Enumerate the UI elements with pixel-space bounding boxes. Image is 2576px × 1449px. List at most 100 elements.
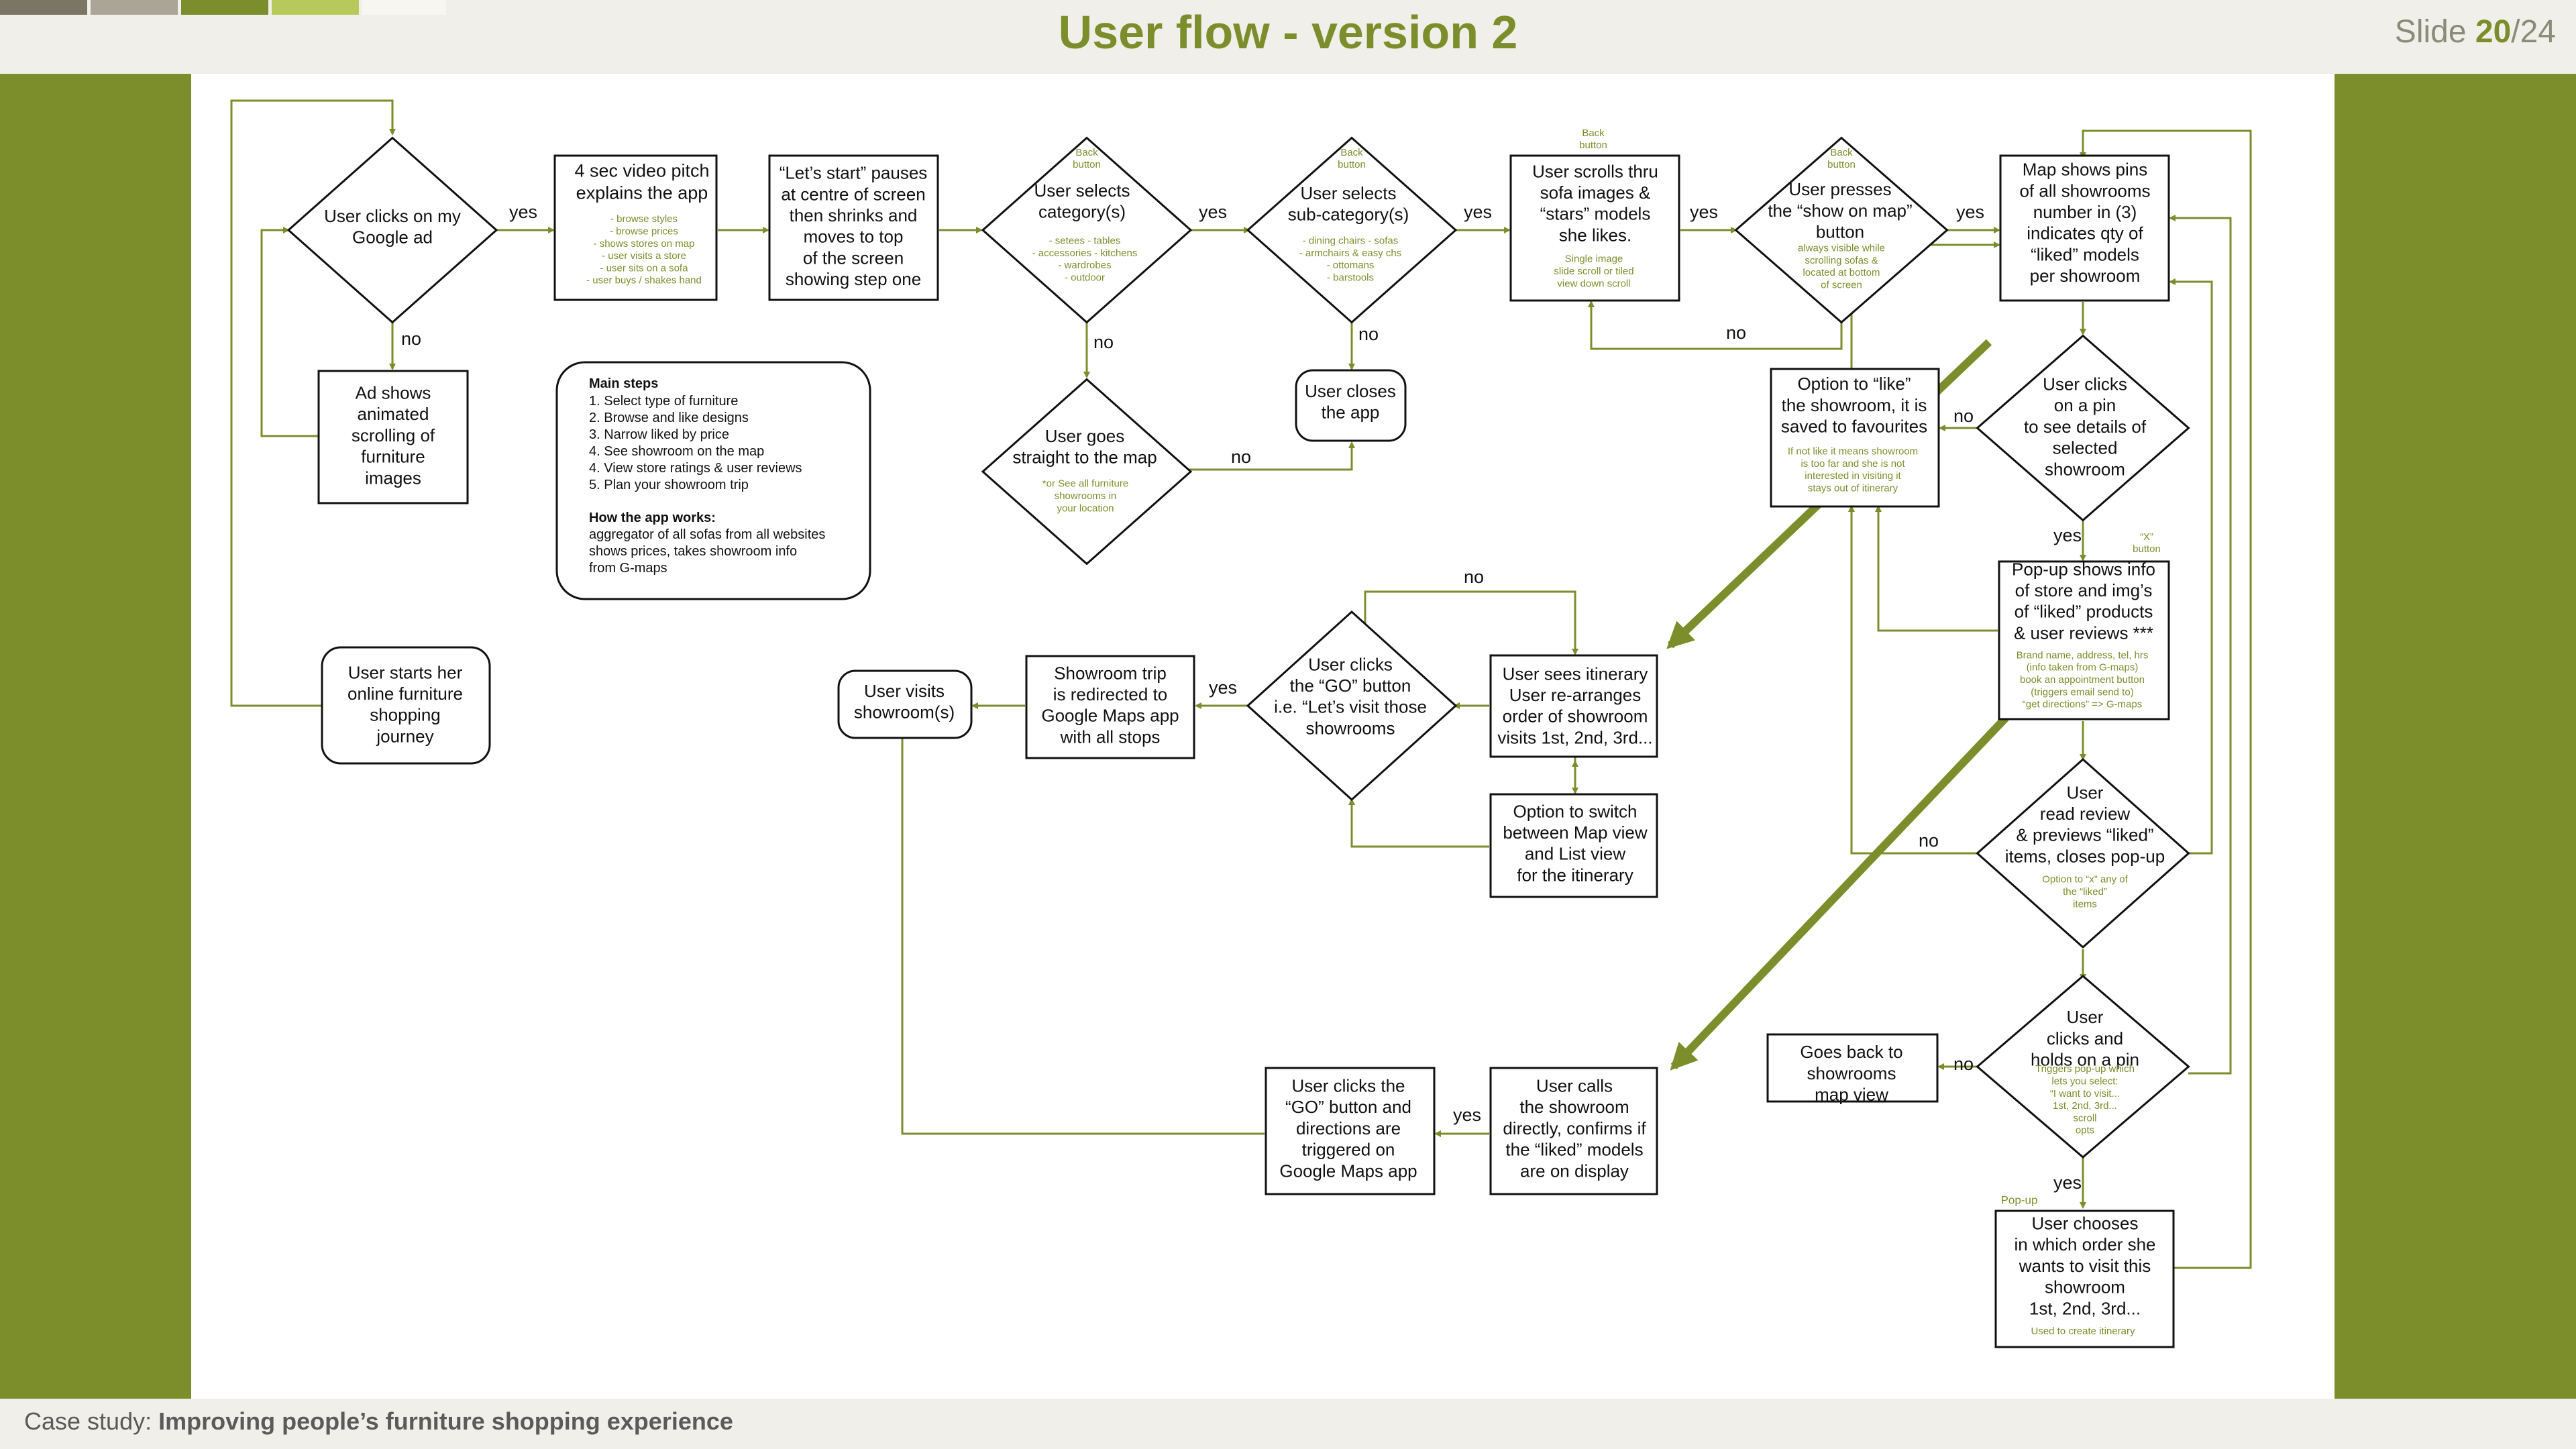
footer-caption: Case study: Improving people’s furniture…	[24, 1407, 733, 1436]
switchview-box	[1489, 793, 1658, 898]
video-notes-line-1: - browse styles	[610, 213, 678, 225]
footer-title: Improving people’s furniture shopping ex…	[158, 1407, 733, 1435]
label-yes-gobutton: yes	[1209, 678, 1237, 698]
popup-notes-line-3: book an appointment button	[2020, 674, 2145, 686]
ad-anim-text-line-5: images	[365, 468, 421, 488]
showmap-notes-line-3: located at bottom	[1803, 267, 1880, 278]
popup-text-line-1: Pop-up shows info	[2012, 559, 2155, 579]
video-notes-line-3: - shows stores on map	[594, 238, 695, 250]
closes-text-line-1: User closes	[1305, 381, 1396, 401]
popup-text-line-3: of “liked” products	[2015, 602, 2153, 622]
start-text-line-1: User starts her	[348, 662, 463, 682]
readrev-text-line-2: read review	[2040, 804, 2131, 824]
chooses-notes-line-1: Used to create itinerary	[2031, 1326, 2135, 1337]
label-no-category: no	[1093, 332, 1114, 352]
clickpin-text-line-3: to see details of	[2024, 417, 2147, 437]
connector-switch-to-gobutton	[1348, 798, 1489, 848]
clicksgo-text-line-3: directions are	[1296, 1118, 1401, 1138]
mappins-text-line-4: indicates qty of	[2027, 223, 2143, 244]
connector-chooses-to-mappins	[2080, 129, 2252, 1269]
mappins-text-line-5: “liked” models	[2031, 244, 2139, 264]
subcat-diamond	[1246, 136, 1458, 324]
gobutton-text-line-4: showrooms	[1306, 718, 1395, 738]
readrev-notes-line-2: the “liked”	[2063, 886, 2107, 898]
chooses-text-line-2: in which order she	[2015, 1234, 2156, 1254]
holdpin-text-line-1: User	[2067, 1007, 2104, 1027]
clicksgo-box	[1265, 1067, 1436, 1195]
popup-notes-line-4: (triggers email send to)	[2031, 686, 2133, 698]
closes-text-line-2: the app	[1322, 402, 1380, 423]
holdpin-text-line-2: clicks and	[2047, 1028, 2123, 1049]
start-text-line-3: shopping	[370, 705, 441, 725]
letsstart-text-line-2: at centre of screen	[781, 184, 925, 204]
start-text-line-2: online furniture	[347, 684, 463, 704]
calls-text-line-5: are on display	[1520, 1161, 1629, 1181]
mainsteps-item-6: 5. Plan your showroom trip	[589, 478, 749, 492]
clicksgo-text-line-5: Google Maps app	[1279, 1161, 1417, 1181]
mainsteps-item-5: 4. View store ratings & user reviews	[589, 461, 802, 476]
showmap-text-line-2: the “show on map”	[1768, 201, 1912, 221]
visits-box	[837, 669, 973, 739]
goesback-text-line-2: showrooms	[1807, 1063, 1896, 1083]
category-back-button-line-1: Back	[1075, 147, 1098, 158]
scrolls-text-line-2: sofa images &	[1540, 182, 1651, 203]
label-no-clickpin: no	[1953, 406, 1974, 426]
itinerary-box	[1489, 654, 1658, 758]
likefav-box	[1770, 368, 1940, 508]
readrev-text-line-1: User	[2067, 782, 2104, 802]
category-text-line-2: category(s)	[1038, 202, 1126, 222]
scrolls-notes-line-1: Single image	[1565, 254, 1623, 265]
likefav-notes-line-4: stays out of itinerary	[1808, 482, 1898, 494]
likefav-text-line-2: the showroom, it is	[1782, 395, 1927, 415]
switchview-text-line-2: between Map view	[1503, 822, 1648, 843]
goesback-text-line-1: Goes back to	[1800, 1042, 1902, 1062]
video-notes-line-5: - user sits on a sofa	[600, 262, 689, 274]
holdpin-notes-line-1: Triggers pop-up which	[2035, 1063, 2135, 1075]
color-swatch-5	[362, 0, 446, 15]
gobutton-text-line-1: User clicks	[1308, 654, 1393, 674]
subcat-notes-line-4: - barstools	[1327, 272, 1374, 283]
mainsteps-item-3: 3. Narrow liked by price	[589, 427, 729, 442]
label-no-gomap: no	[1231, 447, 1251, 467]
howapp-item-3: from G-maps	[589, 561, 667, 576]
color-swatch-2	[91, 0, 178, 15]
ad-anim-text-line-2: animated	[358, 404, 429, 424]
letsstart-text-line-1: “Let’s start” pauses	[780, 163, 928, 183]
mainsteps-item-1: 1. Select type of furniture	[589, 394, 738, 409]
showmap-text-line-1: User presses	[1788, 179, 1891, 199]
popup-text-line-2: of store and img’s	[2015, 580, 2153, 600]
holdpin-notes-line-6: opts	[2076, 1125, 2094, 1136]
subcat-text-line-2: sub-category(s)	[1288, 205, 1409, 225]
likefav-notes-line-1: If not like it means showroom	[1788, 446, 1918, 458]
ad-anim-text-line-4: furniture	[361, 447, 425, 467]
mappins-text-line-1: Map shows pins	[2023, 160, 2147, 180]
likefav-text-line-3: saved to favourites	[1781, 417, 1927, 437]
clickpin-diamond	[1976, 334, 2190, 522]
letsstart-text-line-4: moves to top	[804, 227, 904, 247]
gomap-notes-line-2: showrooms in	[1055, 490, 1117, 502]
readrev-diamond	[1976, 757, 2190, 949]
connector-clicksgo-to-visits	[899, 731, 1265, 1135]
itinerary-text-line-2: User re-arranges	[1509, 685, 1642, 705]
readrev-text-line-4: items, closes pop-up	[2005, 846, 2165, 866]
category-back-button-line-2: button	[1073, 159, 1101, 170]
holdpin-notes-line-2: lets you select:	[2051, 1076, 2118, 1087]
video-notes-line-6: - user buys / shakes hand	[586, 275, 702, 286]
popup-text-line-4: & user reviews ***	[2014, 623, 2153, 643]
label-yes-holdpin: yes	[2053, 1173, 2082, 1193]
color-swatch-1	[0, 0, 87, 15]
showmap-back-button-line-2: button	[1827, 159, 1856, 170]
label-no-showmap: no	[1726, 323, 1746, 343]
holdpin-notes-line-3: “I want to visit...	[2050, 1088, 2120, 1099]
gobutton-diamond	[1246, 610, 1458, 802]
goesback-text-line-3: map view	[1815, 1085, 1888, 1105]
howapp-item-2: shows prices, takes showroom info	[589, 544, 797, 559]
calls-text-line-3: directly, confirms if	[1503, 1118, 1646, 1138]
mainsteps-title: Main steps	[589, 376, 658, 391]
label-yes-clickpin: yes	[2053, 525, 2082, 545]
holdpin-notes-line-5: scroll	[2073, 1112, 2096, 1124]
ad-anim-box	[317, 370, 469, 504]
gomap-text-line-1: User goes	[1045, 426, 1125, 446]
redirect-text-line-2: is redirected to	[1053, 684, 1168, 704]
